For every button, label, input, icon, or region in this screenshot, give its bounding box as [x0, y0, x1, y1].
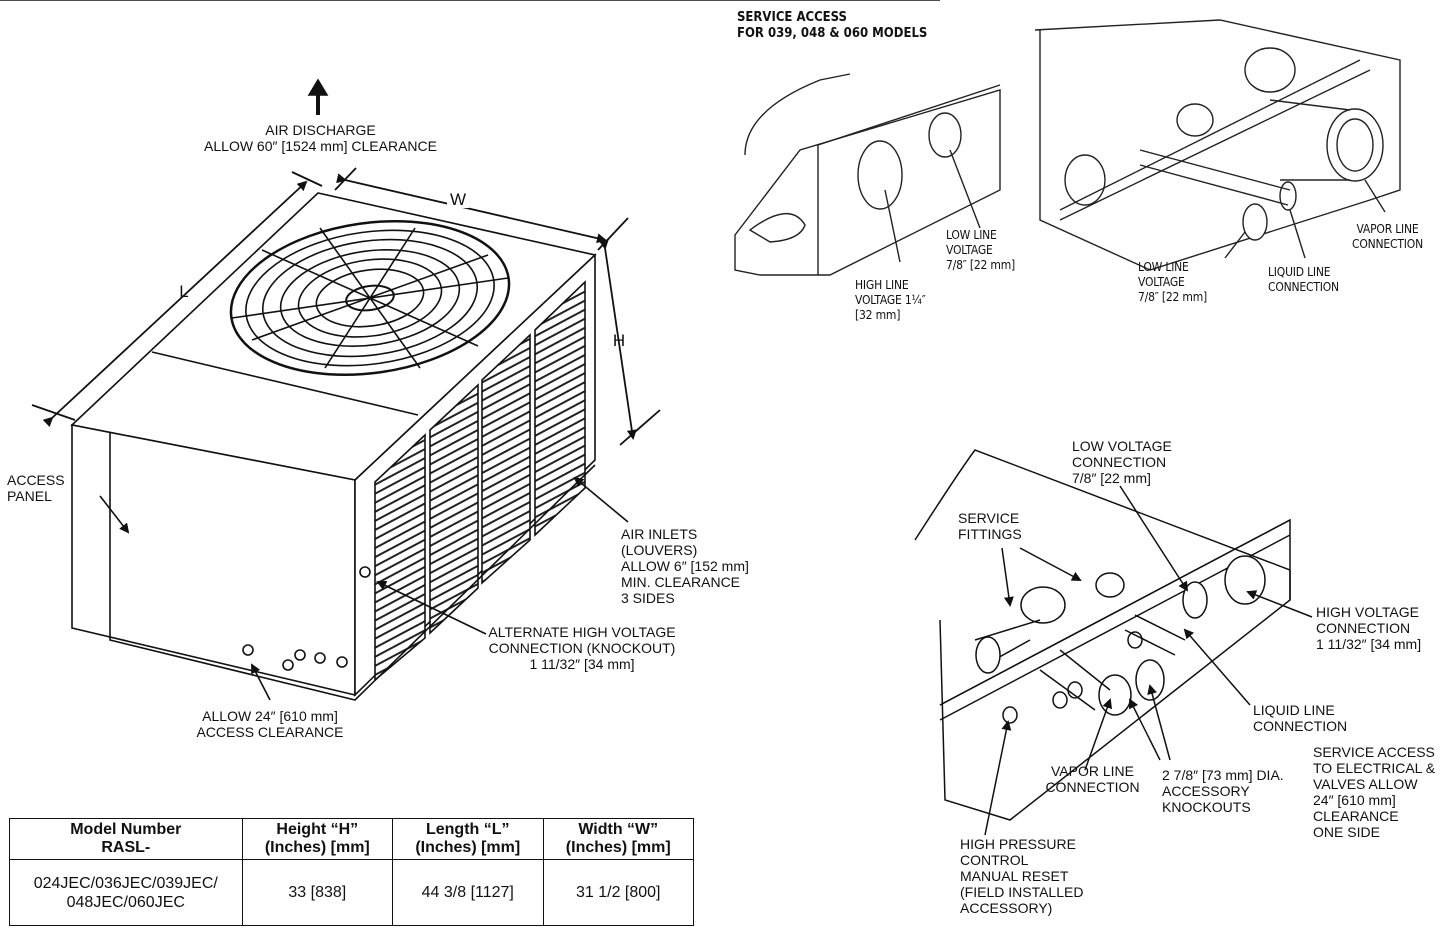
header-height: Height “H” (Inches) [mm]: [241, 818, 394, 860]
high-pressure-control-label: HIGH PRESSURE CONTROL MANUAL RESET (FIEL…: [960, 836, 1084, 916]
air-discharge-arrow: [307, 78, 329, 115]
service-access-top-drawing: [734, 19, 1401, 276]
high-line-voltage-label: HIGH LINE VOLTAGE 1¼″ [32 mm]: [855, 278, 926, 322]
louver-panel: [374, 433, 426, 682]
cell-length: 44 3/8 [1127]: [392, 859, 544, 926]
header-width: Width “W” (Inches) [mm]: [542, 818, 694, 860]
header-model-number: Model Number RASL-: [9, 818, 243, 860]
header-length: Length “L” (Inches) [mm]: [392, 818, 544, 860]
dimension-lines: [31, 167, 661, 446]
accessory-knockouts-label: 2 7/8″ [73 mm] DIA. ACCESSORY KNOCKOUTS: [1162, 767, 1284, 815]
high-voltage-connection-label: HIGH VOLTAGE CONNECTION 1 11/32″ [34 mm]: [1316, 604, 1422, 652]
height-dimension-label: H: [612, 331, 626, 350]
low-line-voltage-label-1: LOW LINE VOLTAGE 7/8″ [22 mm]: [946, 228, 1016, 272]
service-access-clearance-label: SERVICE ACCESS TO ELECTRICAL & VALVES AL…: [1313, 744, 1436, 840]
alternate-high-voltage-label: ALTERNATE HIGH VOLTAGE CONNECTION (KNOCK…: [488, 624, 676, 672]
cell-height: 33 [838]: [241, 859, 394, 926]
cell-width: 31 1/2 [800]: [542, 859, 694, 926]
liquid-line-label-bottom: LIQUID LINE CONNECTION: [1253, 702, 1348, 734]
vapor-line-label-bottom: VAPOR LINE CONNECTION: [1045, 763, 1140, 795]
dimensions-table: Model Number RASL- Height “H” (Inches) […: [9, 818, 694, 926]
service-fittings-label: SERVICE FITTINGS: [958, 510, 1022, 542]
width-dimension-label: W: [447, 191, 469, 208]
condenser-unit-drawing: [31, 78, 661, 701]
access-clearance-label: ALLOW 24″ [610 mm] ACCESS CLEARANCE: [196, 708, 344, 740]
table-header-row: Model Number RASL- Height “H” (Inches) […: [9, 818, 694, 860]
air-discharge-label: AIR DISCHARGE ALLOW 60″ [1524 mm] CLEARA…: [204, 122, 437, 154]
low-line-voltage-label-2: LOW LINE VOLTAGE 7/8″ [22 mm]: [1138, 260, 1208, 304]
low-voltage-connection-label: LOW VOLTAGE CONNECTION 7/8″ [22 mm]: [1072, 438, 1172, 486]
table-row: 024JEC/036JEC/039JEC/ 048JEC/060JEC 33 […: [9, 859, 694, 926]
air-inlets-label: AIR INLETS (LOUVERS) ALLOW 6″ [152 mm] M…: [621, 526, 749, 606]
cell-model-number: 024JEC/036JEC/039JEC/ 048JEC/060JEC: [9, 859, 243, 926]
length-dimension-label: L: [179, 282, 189, 301]
service-access-title: SERVICE ACCESS FOR 039, 048 & 060 MODELS: [737, 10, 928, 41]
liquid-line-label-top: LIQUID LINE CONNECTION: [1268, 265, 1339, 294]
vapor-line-label-top: VAPOR LINE CONNECTION: [1352, 222, 1423, 251]
access-panel-label: ACCESS PANEL: [7, 472, 65, 504]
service-panel-drawing: [0, 0, 1313, 836]
